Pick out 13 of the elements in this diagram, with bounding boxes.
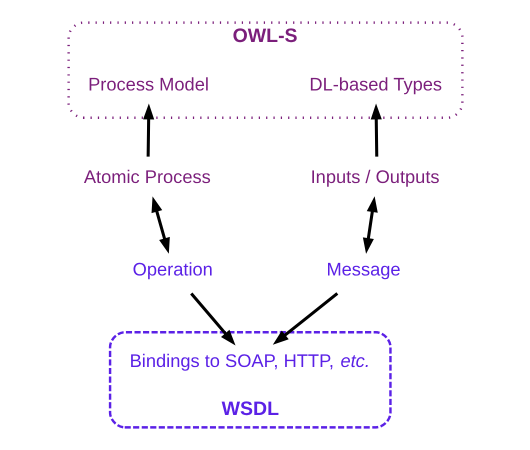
- arrow: [370, 104, 382, 157]
- node-text: Message: [326, 258, 400, 280]
- arrow: [362, 196, 378, 254]
- node-text: Inputs / Outputs: [310, 166, 440, 187]
- arrow: [142, 104, 154, 157]
- node-text: Operation: [132, 258, 212, 280]
- node-text: Bindings to SOAP, HTTP, etc.: [129, 350, 370, 372]
- arrow: [190, 292, 236, 346]
- node-text: DL-based Types: [308, 73, 442, 94]
- arrow: [272, 292, 338, 345]
- node-text: Atomic Process: [83, 166, 210, 187]
- node-text: Process Model: [88, 73, 208, 94]
- arrow: [151, 196, 170, 254]
